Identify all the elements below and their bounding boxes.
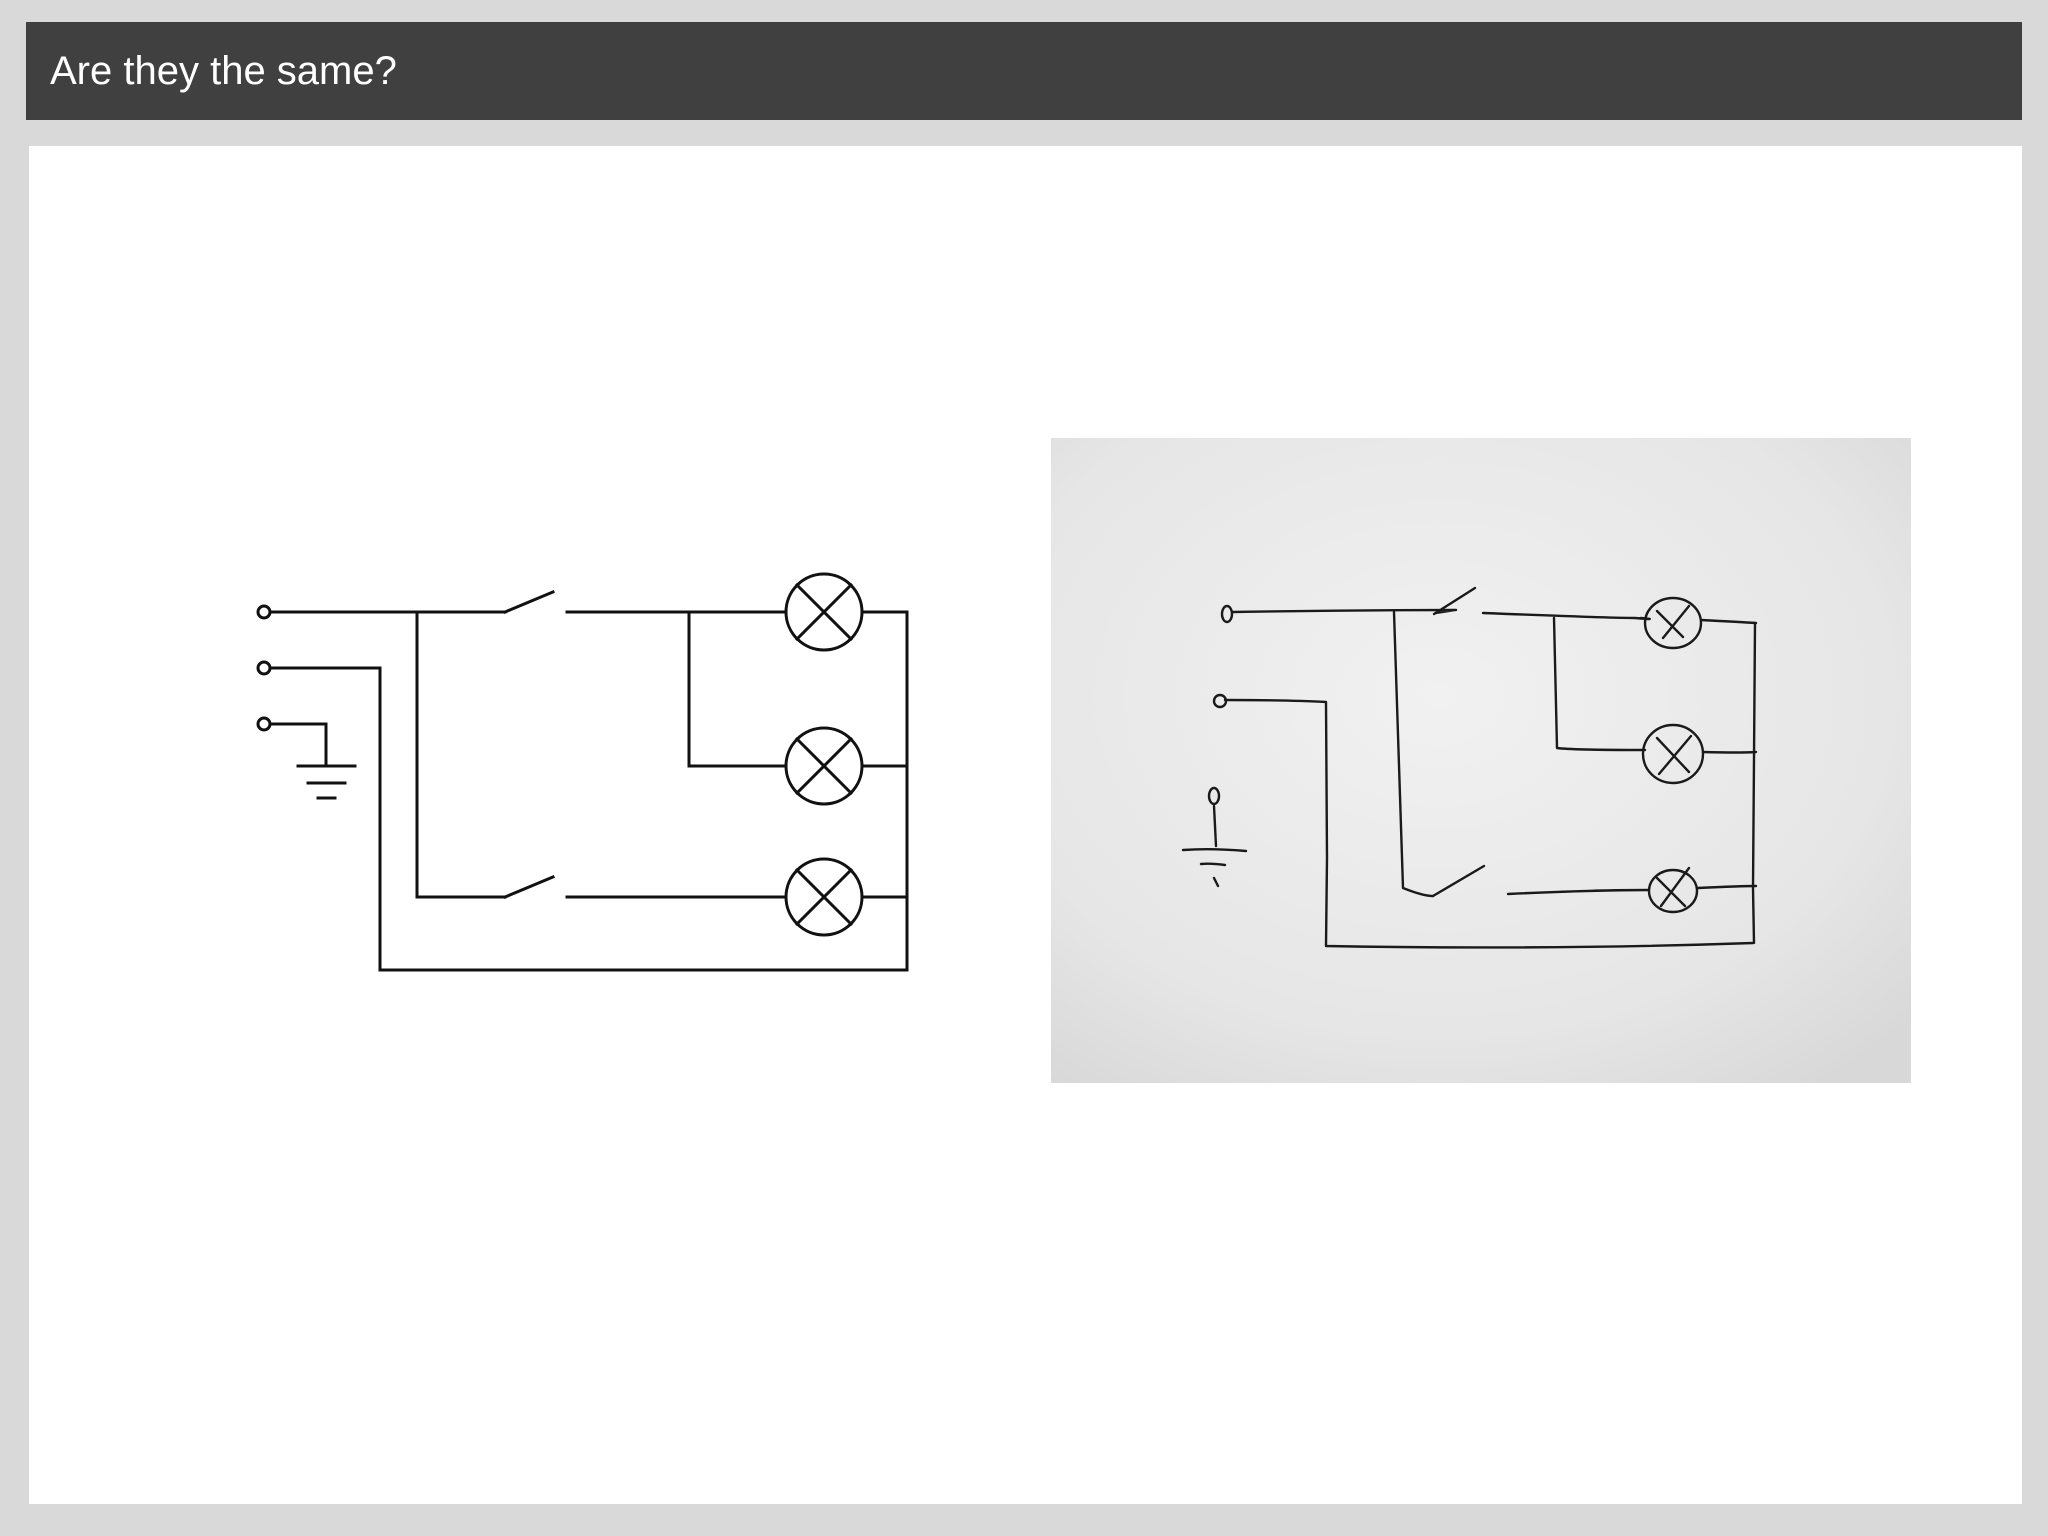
terminal-1 <box>256 604 272 620</box>
ground-symbol <box>296 764 357 800</box>
hand-terminal-2 <box>1212 693 1228 709</box>
hand-lamp-2 <box>1641 723 1705 785</box>
switch-1 <box>503 590 555 614</box>
lamp-2 <box>784 726 864 806</box>
terminal-3 <box>256 716 272 732</box>
hand-switch-2 <box>1431 864 1486 898</box>
hand-drawn-photo <box>1051 438 1911 1083</box>
wire-terminal-2 <box>262 666 909 972</box>
terminal-2 <box>256 660 272 676</box>
hand-switch-1 <box>1432 586 1477 616</box>
hand-lamp-1 <box>1643 596 1703 650</box>
wire-branch-lamp-2 <box>687 610 786 768</box>
lamp-3 <box>784 857 864 937</box>
hand-terminal-1 <box>1220 604 1234 624</box>
wire-terminal-3 <box>262 722 328 768</box>
printed-schematic <box>256 572 909 972</box>
hand-lamp-3 <box>1647 866 1699 914</box>
wire-branch-switch-2 <box>415 610 507 899</box>
wires <box>262 610 909 972</box>
hand-terminal-3 <box>1207 786 1221 806</box>
paper-background <box>1051 438 1911 1083</box>
hand-terminals <box>1207 604 1234 806</box>
lamp-1 <box>784 572 864 652</box>
title-bar: Are they the same? <box>26 22 2022 120</box>
page-title: Are they the same? <box>50 48 397 93</box>
hand-wires <box>1181 586 1758 949</box>
switch-2 <box>503 875 555 899</box>
